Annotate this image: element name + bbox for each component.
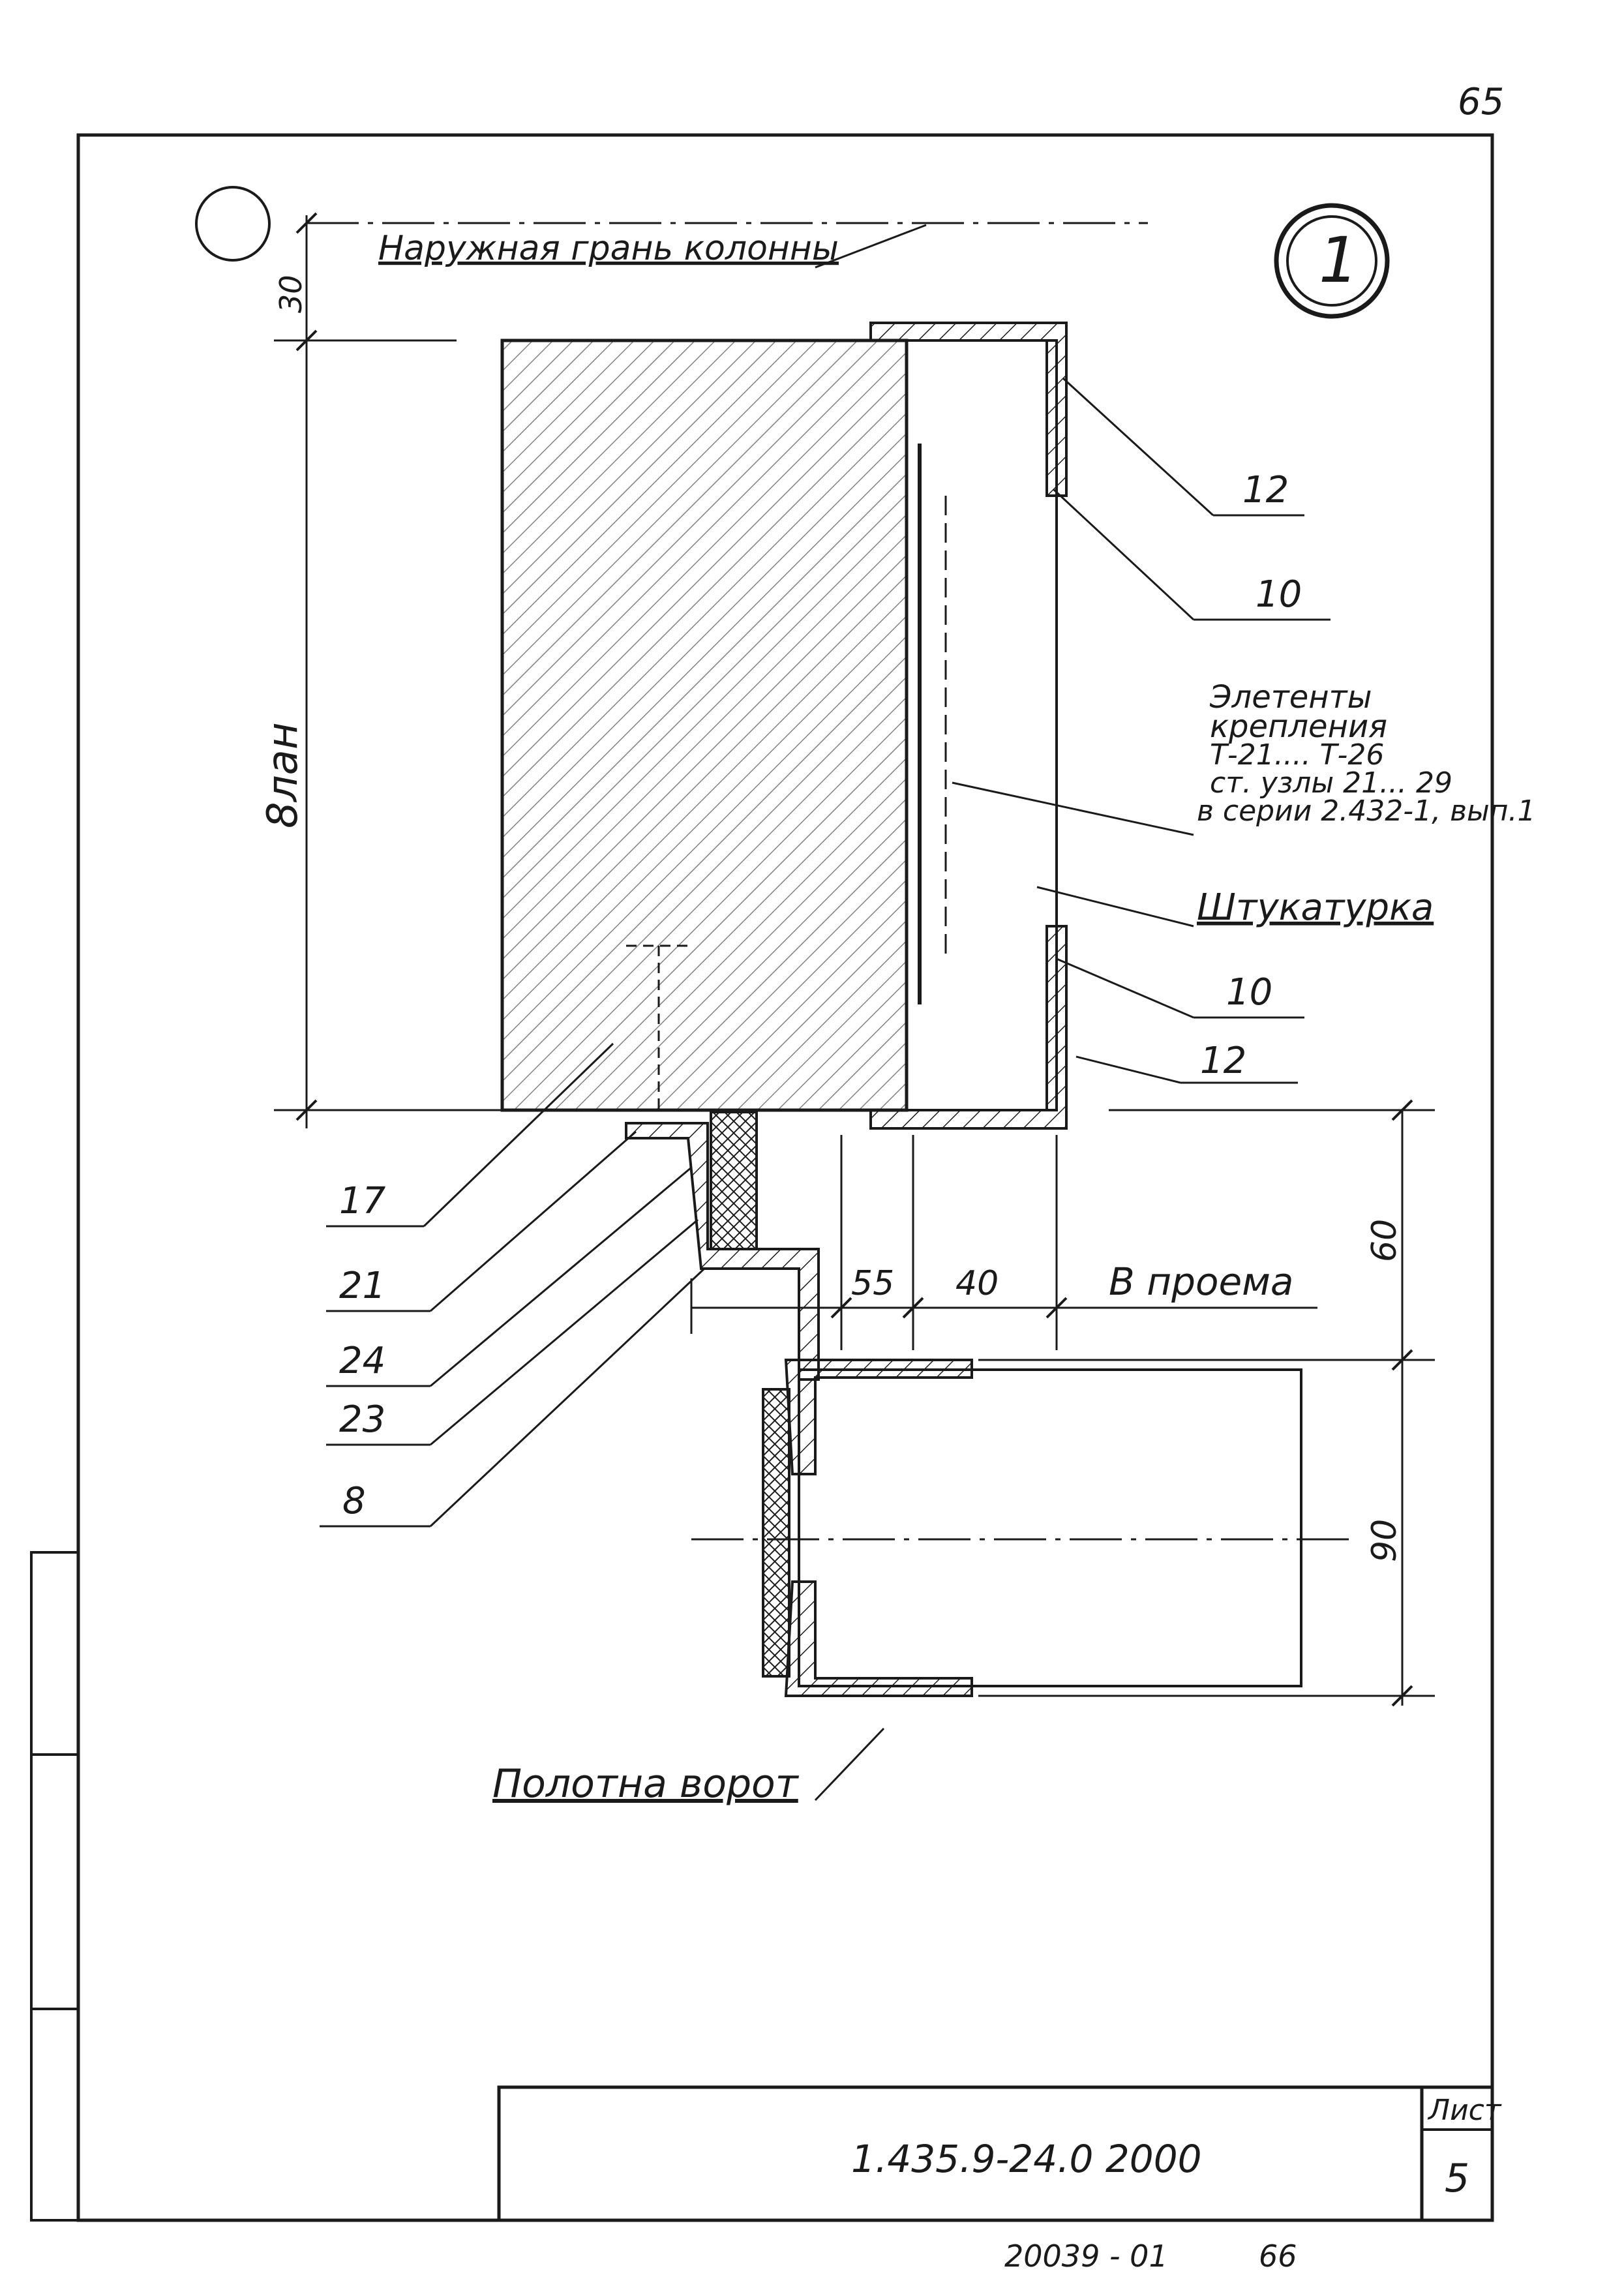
svg-text:ст. узлы 21... 29: ст. узлы 21... 29 [1210, 766, 1452, 800]
callout-24: 24 [339, 1340, 385, 1382]
fastening-note: Элетенты крепления Т-21.... Т-26 ст. узл… [1197, 679, 1536, 828]
dim-30: 30 [273, 275, 308, 313]
callout-10-bottom: 10 [1226, 971, 1272, 1014]
dim-90: 90 [1365, 1519, 1404, 1562]
gate-leaf-bottom-profile [784, 1580, 973, 1697]
plaster-layer [905, 339, 1058, 1111]
document-code: 1.435.9-24.0 2000 [851, 2137, 1202, 2181]
side-stamp [30, 1551, 80, 2222]
callout-8: 8 [342, 1480, 366, 1522]
sheet-number: 5 [1445, 2156, 1469, 2201]
gate-leaf-body [798, 1368, 1302, 1687]
dim-55: 55 [851, 1264, 894, 1303]
callout-17: 17 [339, 1180, 386, 1222]
svg-text:1: 1 [1319, 224, 1359, 297]
dim-plan: 8лан [259, 722, 307, 828]
plaster-label: Штукатурка [1197, 886, 1434, 929]
gate-leaf-seal [762, 1388, 790, 1678]
seal-strip [710, 1111, 758, 1250]
gate-leaf-top-profile [784, 1359, 973, 1475]
callout-12-bottom: 12 [1200, 1040, 1246, 1082]
dim-opening: В проема [1109, 1259, 1293, 1304]
dim-40: 40 [955, 1264, 999, 1303]
gate-leaf-label: Полотна ворот [492, 1761, 800, 1807]
callout-12-top: 12 [1242, 469, 1289, 511]
title-block [497, 2085, 1494, 2222]
dim-60: 60 [1365, 1219, 1404, 1262]
bottom-page-number: 66 [1259, 2239, 1297, 2274]
concrete-column [502, 340, 907, 1110]
sheet-label: Лист [1427, 2094, 1502, 2127]
callout-10-top: 10 [1256, 573, 1302, 616]
svg-text:крепления: крепления [1210, 708, 1387, 745]
archive-number: 20039 - 01 [1004, 2239, 1168, 2274]
reference-circle [195, 186, 271, 262]
column-face-label: Наружная грань колонны [378, 229, 839, 268]
svg-text:Элетенты: Элетенты [1209, 679, 1372, 716]
svg-text:в серии 2.432-1, вып.1: в серии 2.432-1, вып.1 [1197, 794, 1536, 828]
page-number: 65 [1458, 81, 1504, 123]
angle-profile-top [869, 322, 1068, 497]
angle-profile-bottom [869, 925, 1068, 1130]
svg-text:Т-21.... Т-26: Т-21.... Т-26 [1210, 738, 1384, 772]
callout-23: 23 [339, 1398, 385, 1441]
detail-marker: 1 [1274, 203, 1390, 319]
callout-21: 21 [339, 1265, 385, 1307]
